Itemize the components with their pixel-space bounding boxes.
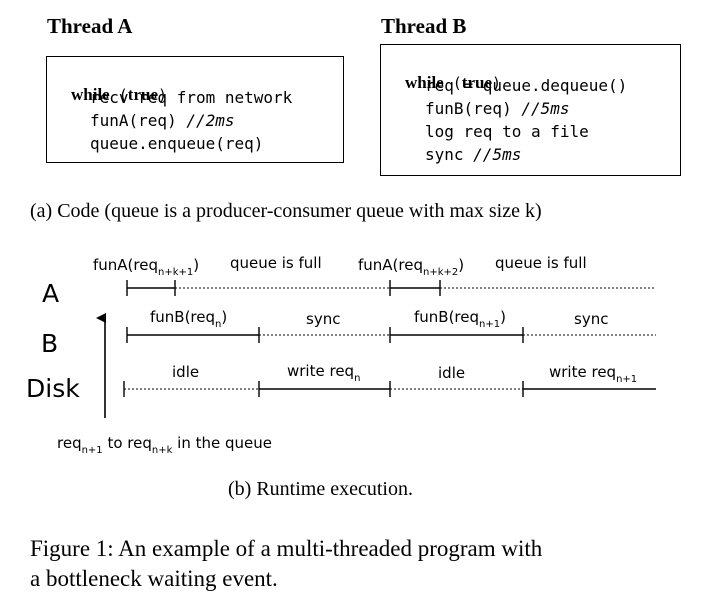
thread-b-code-box: while (true) req = queue.dequeue() funB(… — [380, 44, 681, 176]
label-queue-full-1: queue is full — [230, 254, 322, 272]
label-funb-1: funB(reqn) — [150, 308, 227, 330]
figure-caption-line-2: a bottleneck waiting event. — [30, 566, 278, 591]
row-disk-timeline: idle write reqn idle write reqn+1 — [123, 362, 656, 397]
loop-close: ) — [492, 74, 502, 92]
code-caption: (a) Code (queue is a producer-consumer q… — [30, 200, 542, 222]
code-line: funB(req) //5ms — [425, 99, 570, 119]
label-write-1: write reqn — [287, 362, 360, 384]
thread-b-heading: Thread B — [381, 14, 467, 38]
code-text: recv req from network — [90, 88, 293, 107]
thread-a-loop-line: while (true) — [55, 65, 167, 126]
code-comment: //5ms — [521, 99, 570, 118]
code-text: req = queue.dequeue() — [425, 76, 628, 95]
loop-keyword: while — [405, 73, 444, 92]
loop-open: ( — [443, 74, 462, 92]
code-line: recv req from network — [90, 88, 292, 108]
label-funa-2: funA(reqn+k+2) — [358, 256, 464, 278]
runtime-caption: (b) Runtime execution. — [228, 478, 413, 500]
row-label-b: B — [41, 329, 58, 358]
code-text: queue.enqueue(req) — [90, 134, 264, 153]
row-a-timeline: funA(reqn+k+1) queue is full funA(reqn+k… — [93, 254, 656, 296]
code-comment: //5ms — [473, 145, 522, 164]
code-comment: //2ms — [186, 111, 235, 130]
label-funa-1: funA(reqn+k+1) — [93, 256, 199, 278]
thread-a-heading: Thread A — [47, 14, 133, 38]
code-line: queue.enqueue(req) — [90, 134, 263, 154]
thread-a-code-box: while (true) recv req from network funA(… — [46, 56, 344, 163]
label-sync-1: sync — [306, 310, 340, 328]
label-idle-1: idle — [172, 363, 199, 381]
loop-condition: true — [461, 73, 493, 92]
runtime-timeline: A B Disk funA(reqn+k+1) queue is full fu… — [26, 254, 656, 456]
loop-keyword: while — [71, 85, 110, 104]
loop-close: ) — [158, 86, 168, 104]
label-funb-2: funB(reqn+1) — [414, 308, 506, 330]
label-idle-2: idle — [438, 364, 465, 382]
figure-caption-line-1: Figure 1: An example of a multi-threaded… — [30, 536, 543, 561]
thread-b-loop-line: while (true) — [389, 53, 501, 114]
queue-note: reqn+1 to reqn+k in the queue — [57, 434, 272, 456]
code-line: req = queue.dequeue() — [425, 76, 627, 96]
row-label-disk: Disk — [26, 374, 80, 403]
code-line: log req to a file — [425, 122, 589, 142]
loop-open: ( — [109, 86, 128, 104]
label-sync-2: sync — [574, 310, 608, 328]
code-line: sync //5ms — [425, 145, 521, 165]
code-text: sync — [425, 145, 474, 164]
code-text: funA(req) — [90, 111, 187, 130]
code-text: log req to a file — [425, 122, 589, 141]
code-line: funA(req) //2ms — [90, 111, 235, 131]
code-text: funB(req) — [425, 99, 522, 118]
row-b-timeline: funB(reqn) sync funB(reqn+1) sync — [126, 308, 656, 343]
label-write-2: write reqn+1 — [549, 363, 637, 385]
label-queue-full-2: queue is full — [495, 254, 587, 272]
loop-condition: true — [127, 85, 159, 104]
row-label-a: A — [42, 279, 59, 308]
